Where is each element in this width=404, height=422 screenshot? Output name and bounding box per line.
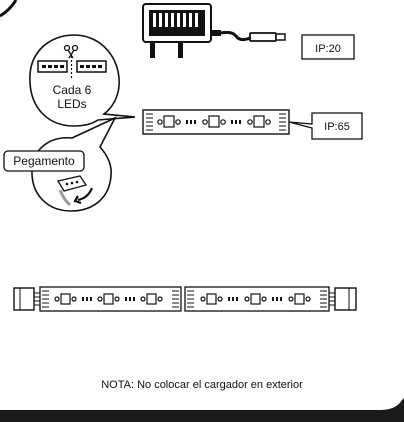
ip65-label: IP:65 [324, 121, 350, 133]
cut-bubble: Cada 6 LEDs [29, 34, 136, 127]
ip20-badge: IP:20 [301, 34, 355, 60]
ip65-badge: IP:65 [288, 112, 363, 140]
frame-bottom-border [0, 398, 404, 422]
cut-strip-mini [37, 56, 107, 78]
connector-icon-right [329, 287, 357, 311]
led-strip-main [142, 109, 290, 135]
adhesive-bubble: Pegamento [3, 116, 117, 212]
ip20-label: IP:20 [315, 43, 341, 55]
scissors-icon [63, 44, 79, 59]
adhesive-tape-icon [56, 175, 94, 207]
led-strip-connected [13, 286, 357, 312]
adhesive-label: Pegamento [13, 154, 75, 168]
note-text: NOTA: No colocar el cargador en exterior [101, 379, 303, 391]
cut-label-line1: Cada 6 [53, 83, 92, 97]
power-adapter-icon [142, 3, 286, 58]
cut-label-line2: LEDs [57, 97, 86, 111]
connector-icon [13, 287, 40, 311]
frame-corner-top-left [0, 0, 18, 18]
